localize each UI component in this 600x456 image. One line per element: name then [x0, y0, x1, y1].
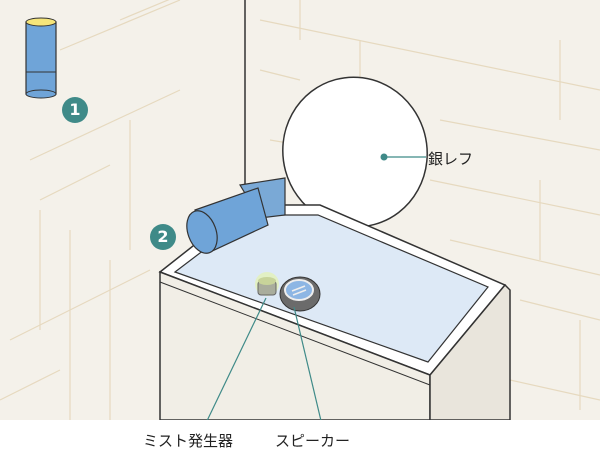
blue-cylinder — [25, 21, 57, 95]
marker-2: 2 — [150, 224, 176, 250]
tub-side-face — [429, 283, 511, 421]
wall-tile-lines — [0, 0, 600, 420]
tub-rim-edge — [159, 281, 431, 386]
reflector-label: 銀レフ — [428, 150, 474, 168]
speaker-cone — [284, 279, 314, 301]
speaker-leader-line — [293, 306, 323, 426]
marker-1: 1 — [62, 97, 88, 123]
mist-generator-label: ミスト発生器 — [143, 432, 234, 450]
mist-leader-line — [204, 297, 267, 426]
silver-reflector — [282, 76, 428, 228]
speaker-label: スピーカー — [275, 432, 351, 450]
mist-generator-top — [258, 277, 276, 285]
cylinder-light — [25, 17, 57, 27]
